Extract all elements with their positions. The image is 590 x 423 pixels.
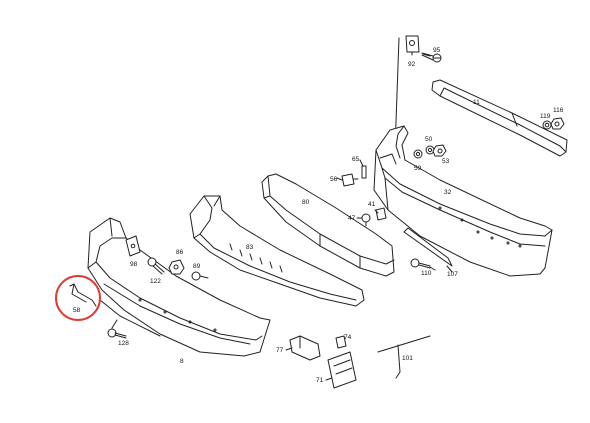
clip-74 xyxy=(335,335,347,349)
leader-lines xyxy=(111,53,453,381)
clip-56 xyxy=(341,173,359,187)
label-107: 107 xyxy=(447,271,458,278)
label-119: 119 xyxy=(540,113,551,120)
label-41: 41 xyxy=(368,201,376,208)
screw-122 xyxy=(147,257,165,275)
label-98: 98 xyxy=(130,261,138,268)
label-56: 56 xyxy=(330,176,338,183)
highlight-ring xyxy=(55,275,101,321)
label-74: 74 xyxy=(344,334,352,341)
screw-110 xyxy=(410,258,431,269)
label-59: 59 xyxy=(414,165,422,172)
nut-53 xyxy=(432,144,447,157)
label-128: 128 xyxy=(118,340,129,347)
label-47: 47 xyxy=(348,215,356,222)
rod-101 xyxy=(377,335,431,379)
bumper-cover-32 xyxy=(373,125,553,277)
nut-116 xyxy=(550,117,565,130)
label-32: 32 xyxy=(444,189,452,196)
washer-59 xyxy=(413,149,423,159)
bracket-71 xyxy=(327,351,357,389)
label-101: 101 xyxy=(402,355,413,362)
label-65: 65 xyxy=(352,156,360,163)
strip-107 xyxy=(403,227,453,267)
support-83 xyxy=(189,195,365,307)
part-labels: 95 92 11 116 119 50 53 59 65 56 32 41 47… xyxy=(73,47,564,384)
lamp-77 xyxy=(289,335,321,361)
label-80: 80 xyxy=(302,199,310,206)
label-58: 58 xyxy=(73,307,81,314)
label-92: 92 xyxy=(408,61,416,68)
label-71: 71 xyxy=(316,377,324,384)
label-89: 89 xyxy=(193,263,201,270)
label-122: 122 xyxy=(150,278,161,285)
label-77: 77 xyxy=(276,347,284,354)
bracket-98 xyxy=(125,235,141,257)
screw-128 xyxy=(107,328,127,339)
absorber-80 xyxy=(261,173,395,277)
label-95: 95 xyxy=(433,47,441,54)
screw-89 xyxy=(191,271,209,281)
label-116: 116 xyxy=(553,107,564,114)
clip-58 xyxy=(69,283,97,307)
label-83: 83 xyxy=(246,244,254,251)
label-86: 86 xyxy=(176,249,184,256)
nut-119 xyxy=(542,120,552,130)
label-11: 11 xyxy=(473,99,480,106)
label-50: 50 xyxy=(425,136,433,143)
label-53: 53 xyxy=(442,158,450,165)
trim-strip-11 xyxy=(431,79,568,157)
label-8: 8 xyxy=(180,358,184,365)
screw-95 xyxy=(421,52,442,63)
bracket-92 xyxy=(405,35,420,56)
nut-47 xyxy=(361,213,371,227)
clip-41 xyxy=(375,207,387,221)
washer-50 xyxy=(425,145,435,155)
label-110: 110 xyxy=(421,270,432,277)
nut-86 xyxy=(168,259,185,275)
bolt-65 xyxy=(361,165,367,179)
